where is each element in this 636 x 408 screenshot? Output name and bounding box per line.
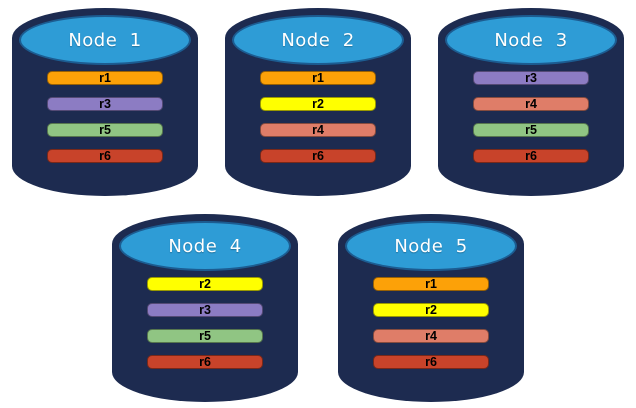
replica-bar-label: r6: [312, 148, 324, 163]
node-title: Node 4: [168, 235, 242, 257]
replica-bar-label: r2: [312, 96, 324, 111]
replica-bar-r3: r3: [473, 71, 589, 85]
node-row-1: Node 1 r1 r3 r5 r6 Node 2 r1 r2 r4 r6 Node 3 r…: [0, 0, 636, 196]
replica-bar-label: r2: [199, 276, 211, 291]
replica-bar-label: r6: [425, 354, 437, 369]
replica-bar-r1: r1: [260, 71, 376, 85]
replica-bar-label: r4: [312, 122, 324, 137]
replica-bar-r5: r5: [473, 123, 589, 137]
replica-bar-list: r2 r3 r5 r6: [147, 277, 263, 369]
replica-bar-r6: r6: [147, 355, 263, 369]
replica-bar-label: r6: [525, 148, 537, 163]
replica-bar-r2: r2: [147, 277, 263, 291]
node-row-2: Node 4 r2 r3 r5 r6 Node 5 r1 r2 r4 r6: [0, 214, 636, 402]
replica-bar-r3: r3: [147, 303, 263, 317]
replica-bar-list: r3 r4 r5 r6: [473, 71, 589, 163]
replica-bar-label: r5: [99, 122, 111, 137]
replica-bar-r6: r6: [260, 149, 376, 163]
node-cylinder: Node 2 r1 r2 r4 r6: [225, 8, 411, 196]
replica-bar-label: r3: [525, 70, 537, 85]
replica-bar-r6: r6: [47, 149, 163, 163]
replica-bar-list: r1 r2 r4 r6: [373, 277, 489, 369]
replica-bar-r6: r6: [373, 355, 489, 369]
replica-bar-label: r5: [525, 122, 537, 137]
replica-bar-r2: r2: [260, 97, 376, 111]
replica-bar-r2: r2: [373, 303, 489, 317]
replica-bar-r3: r3: [47, 97, 163, 111]
node-title: Node 5: [394, 235, 468, 257]
replica-bar-list: r1 r3 r5 r6: [47, 71, 163, 163]
replica-bar-label: r5: [199, 328, 211, 343]
node-cylinder: Node 1 r1 r3 r5 r6: [12, 8, 198, 196]
node-title: Node 2: [281, 29, 355, 51]
node-title: Node 3: [494, 29, 568, 51]
node-cylinder: Node 5 r1 r2 r4 r6: [338, 214, 524, 402]
replica-bar-label: r1: [425, 276, 437, 291]
replica-bar-label: r4: [425, 328, 437, 343]
replica-bar-label: r4: [525, 96, 537, 111]
replica-bar-r4: r4: [260, 123, 376, 137]
replica-bar-label: r2: [425, 302, 437, 317]
cylinder-top-ellipse: Node 4: [119, 221, 291, 271]
replica-bar-label: r6: [199, 354, 211, 369]
cylinder-top-ellipse: Node 2: [232, 15, 404, 65]
node-title: Node 1: [68, 29, 142, 51]
replica-bar-label: r1: [99, 70, 111, 85]
cylinder-top-ellipse: Node 3: [445, 15, 617, 65]
replica-bar-r5: r5: [47, 123, 163, 137]
replica-bar-r6: r6: [473, 149, 589, 163]
replica-bar-r5: r5: [147, 329, 263, 343]
replica-bar-label: r1: [312, 70, 324, 85]
replica-bar-label: r3: [199, 302, 211, 317]
replica-bar-r1: r1: [373, 277, 489, 291]
cylinder-top-ellipse: Node 1: [19, 15, 191, 65]
replica-bar-r4: r4: [473, 97, 589, 111]
replica-bar-label: r6: [99, 148, 111, 163]
node-cylinder: Node 3 r3 r4 r5 r6: [438, 8, 624, 196]
cylinder-top-ellipse: Node 5: [345, 221, 517, 271]
replica-bar-list: r1 r2 r4 r6: [260, 71, 376, 163]
replica-bar-r4: r4: [373, 329, 489, 343]
replica-bar-r1: r1: [47, 71, 163, 85]
node-cylinder: Node 4 r2 r3 r5 r6: [112, 214, 298, 402]
replica-bar-label: r3: [99, 96, 111, 111]
